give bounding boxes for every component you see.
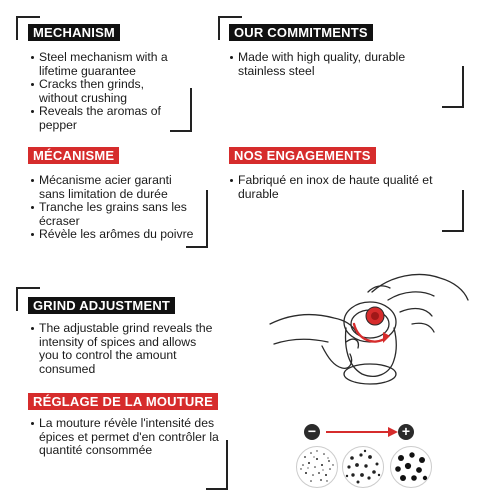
coarse-grind-sample bbox=[390, 446, 432, 488]
grind-frame-corner bbox=[206, 440, 228, 490]
grind-fr-list: La mouture révèle l'intensité des épices… bbox=[30, 416, 220, 458]
list-item: Révèle les arômes du poivre bbox=[30, 228, 200, 242]
commitments-fr-heading: NOS ENGAGEMENTS bbox=[229, 147, 376, 164]
list-item: Made with high quality, durable stainles… bbox=[229, 50, 424, 78]
mechanism-fr-frame-corner bbox=[186, 190, 208, 248]
grind-adjust-illustration bbox=[269, 273, 469, 385]
plus-icon: + bbox=[398, 424, 414, 440]
mechanism-fr-heading: MÉCANISME bbox=[28, 147, 120, 164]
list-item: The adjustable grind reveals the intensi… bbox=[30, 321, 216, 376]
commitments-frame-corner bbox=[442, 66, 464, 108]
list-item: Cracks then grinds, without crushing bbox=[30, 77, 180, 105]
mechanism-frame-corner bbox=[170, 88, 192, 132]
commitments-en-list: Made with high quality, durable stainles… bbox=[229, 50, 424, 78]
mechanism-en-list: Steel mechanism with a lifetime guarante… bbox=[30, 50, 180, 133]
commitments-fr-list: Fabriqué en inox de haute qualité et dur… bbox=[229, 173, 444, 201]
list-item: Tranche les grains sans les écraser bbox=[30, 200, 200, 228]
mechanism-frame-corner bbox=[16, 16, 40, 40]
grind-fr-heading: RÉGLAGE DE LA MOUTURE bbox=[28, 393, 218, 410]
list-item: La mouture révèle l'intensité des épices… bbox=[30, 416, 220, 458]
arrow-right-icon bbox=[326, 427, 398, 437]
grind-en-heading: GRIND ADJUSTMENT bbox=[28, 297, 176, 314]
mechanism-en-heading: MECHANISM bbox=[28, 24, 120, 41]
grind-frame-corner bbox=[16, 287, 40, 311]
list-item: Mécanisme acier garanti sans limitation … bbox=[30, 173, 200, 201]
list-item: Reveals the aromas of pepper bbox=[30, 105, 180, 132]
minus-icon: − bbox=[304, 424, 320, 440]
list-item: Steel mechanism with a lifetime guarante… bbox=[30, 50, 180, 78]
fine-grind-sample bbox=[296, 446, 338, 488]
medium-grind-sample bbox=[342, 446, 384, 488]
list-item: Fabriqué en inox de haute qualité et dur… bbox=[229, 173, 444, 201]
grind-en-list: The adjustable grind reveals the intensi… bbox=[30, 321, 216, 376]
mechanism-fr-list: Mécanisme acier garanti sans limitation … bbox=[30, 173, 200, 242]
commitments-en-heading: OUR COMMITMENTS bbox=[229, 24, 373, 41]
commitments-fr-frame-corner bbox=[442, 190, 464, 232]
commitments-frame-corner bbox=[218, 16, 242, 40]
